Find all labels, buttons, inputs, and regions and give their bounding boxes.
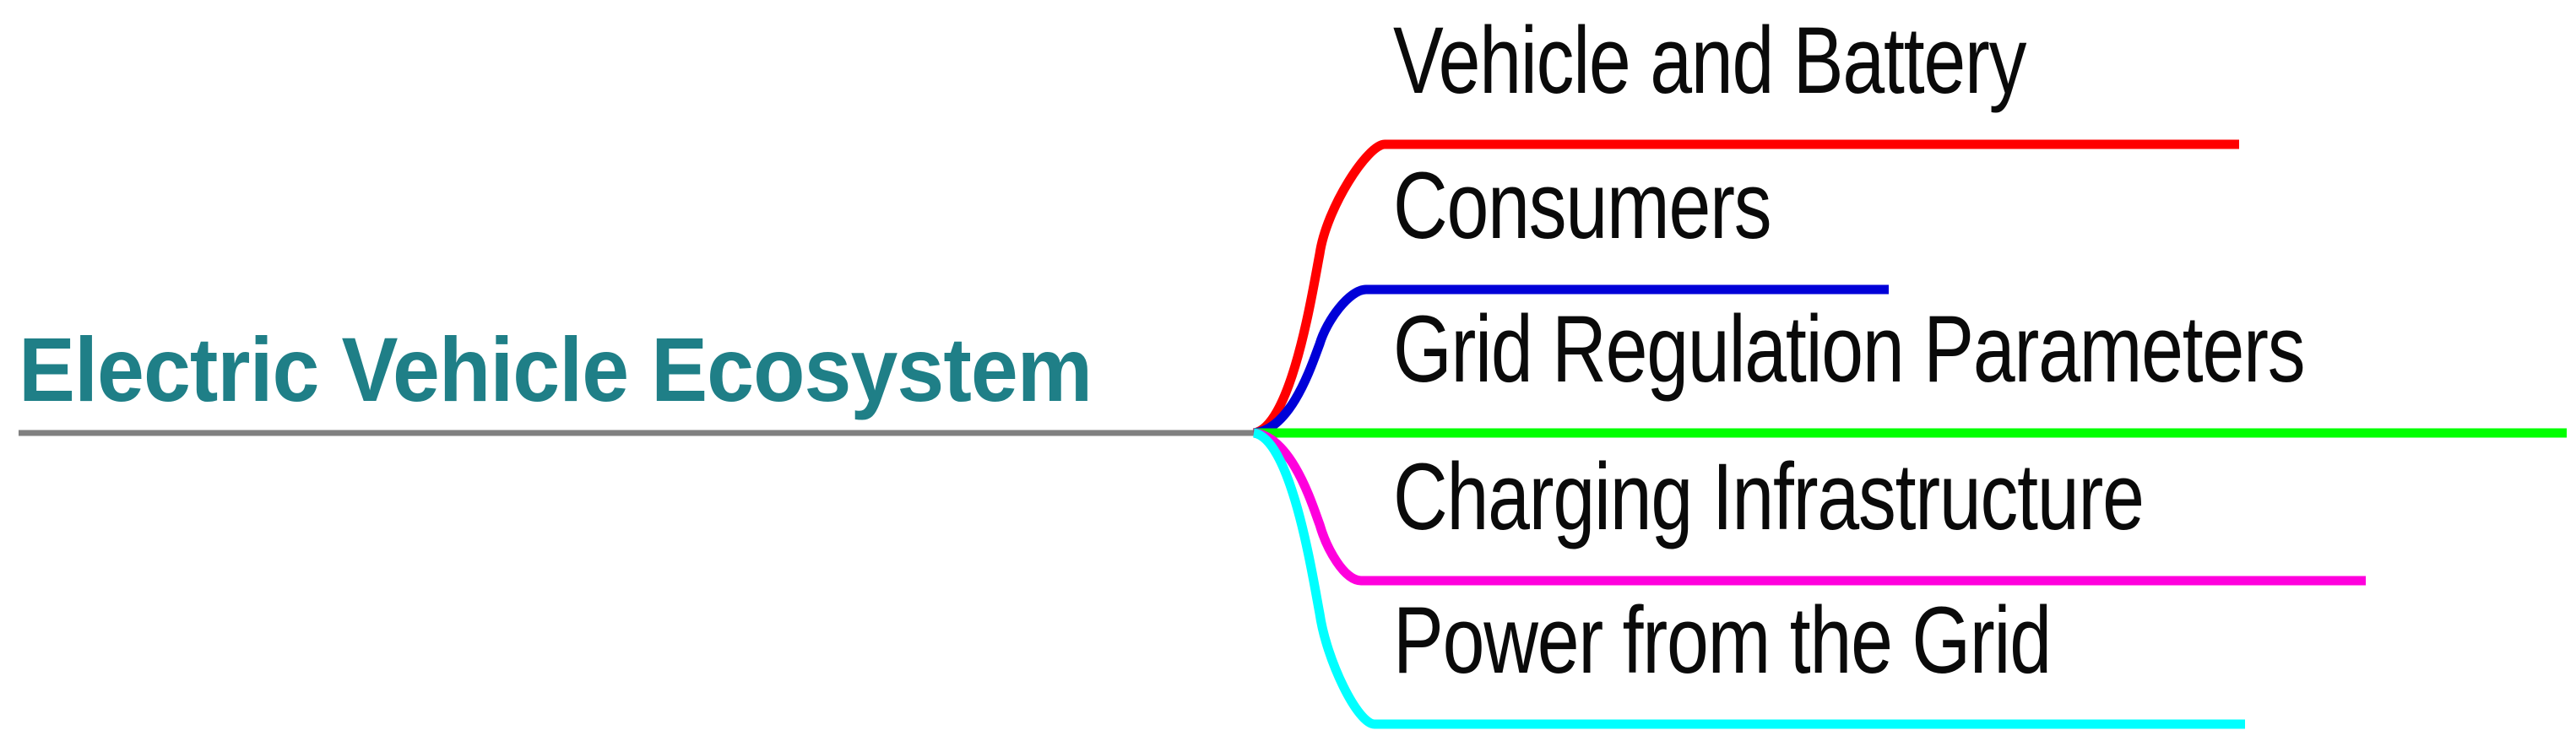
branch-label-power-from-the-grid[interactable]: Power from the Grid bbox=[1393, 587, 2052, 693]
root-node-label[interactable]: Electric Vehicle Ecosystem bbox=[19, 318, 1093, 420]
branch-label-grid-regulation-parameters[interactable]: Grid Regulation Parameters bbox=[1393, 296, 2306, 402]
branch-label-vehicle-and-battery[interactable]: Vehicle and Battery bbox=[1393, 8, 2026, 113]
branch-label-consumers[interactable]: Consumers bbox=[1393, 153, 1772, 258]
branch-label-charging-infrastructure[interactable]: Charging Infrastructure bbox=[1393, 444, 2145, 549]
